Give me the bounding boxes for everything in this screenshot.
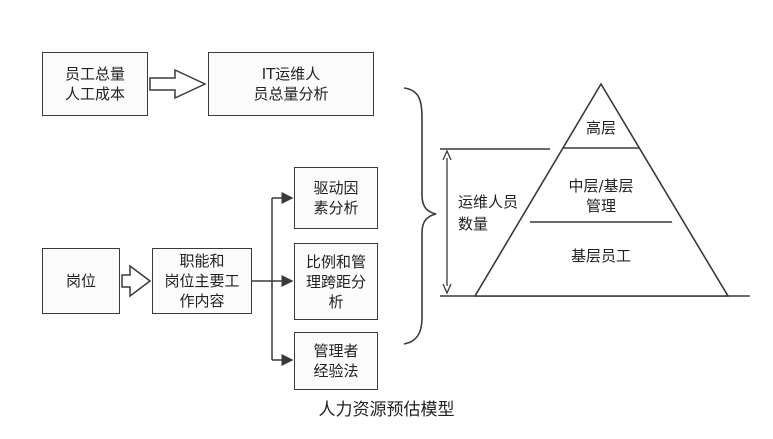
curly-brace xyxy=(403,87,437,345)
pyramid-top-label: 高层 xyxy=(585,119,616,137)
manager-experience-box: 管理者 经验法 xyxy=(294,332,378,390)
headcount-cost-box: 员工总量 人工成本 xyxy=(42,52,148,116)
pyramid-middle-label: 中层/基层 管理 xyxy=(568,177,634,215)
diagram-caption: 人力资源预估模型 xyxy=(318,400,455,420)
pyramid-bottom-label: 基层员工 xyxy=(570,247,631,265)
ops-staff-quantity-label: 运维人员 数量 xyxy=(458,193,519,233)
pyramid xyxy=(473,82,730,297)
duties-box: 职能和 岗位主要工 作内容 xyxy=(152,248,252,314)
ratio-span-box: 比例和管 理跨距分 析 xyxy=(294,243,378,320)
hollow-arrow-bottom xyxy=(121,264,152,298)
hollow-arrow-top xyxy=(149,68,207,100)
position-box: 岗位 xyxy=(42,248,120,314)
driver-factors-box: 驱动因 素分析 xyxy=(294,167,378,229)
it-ops-analysis-box: IT运维人 员总量分析 xyxy=(208,52,374,116)
range-arrow-bottom xyxy=(442,283,452,295)
range-arrow-top xyxy=(442,149,452,161)
